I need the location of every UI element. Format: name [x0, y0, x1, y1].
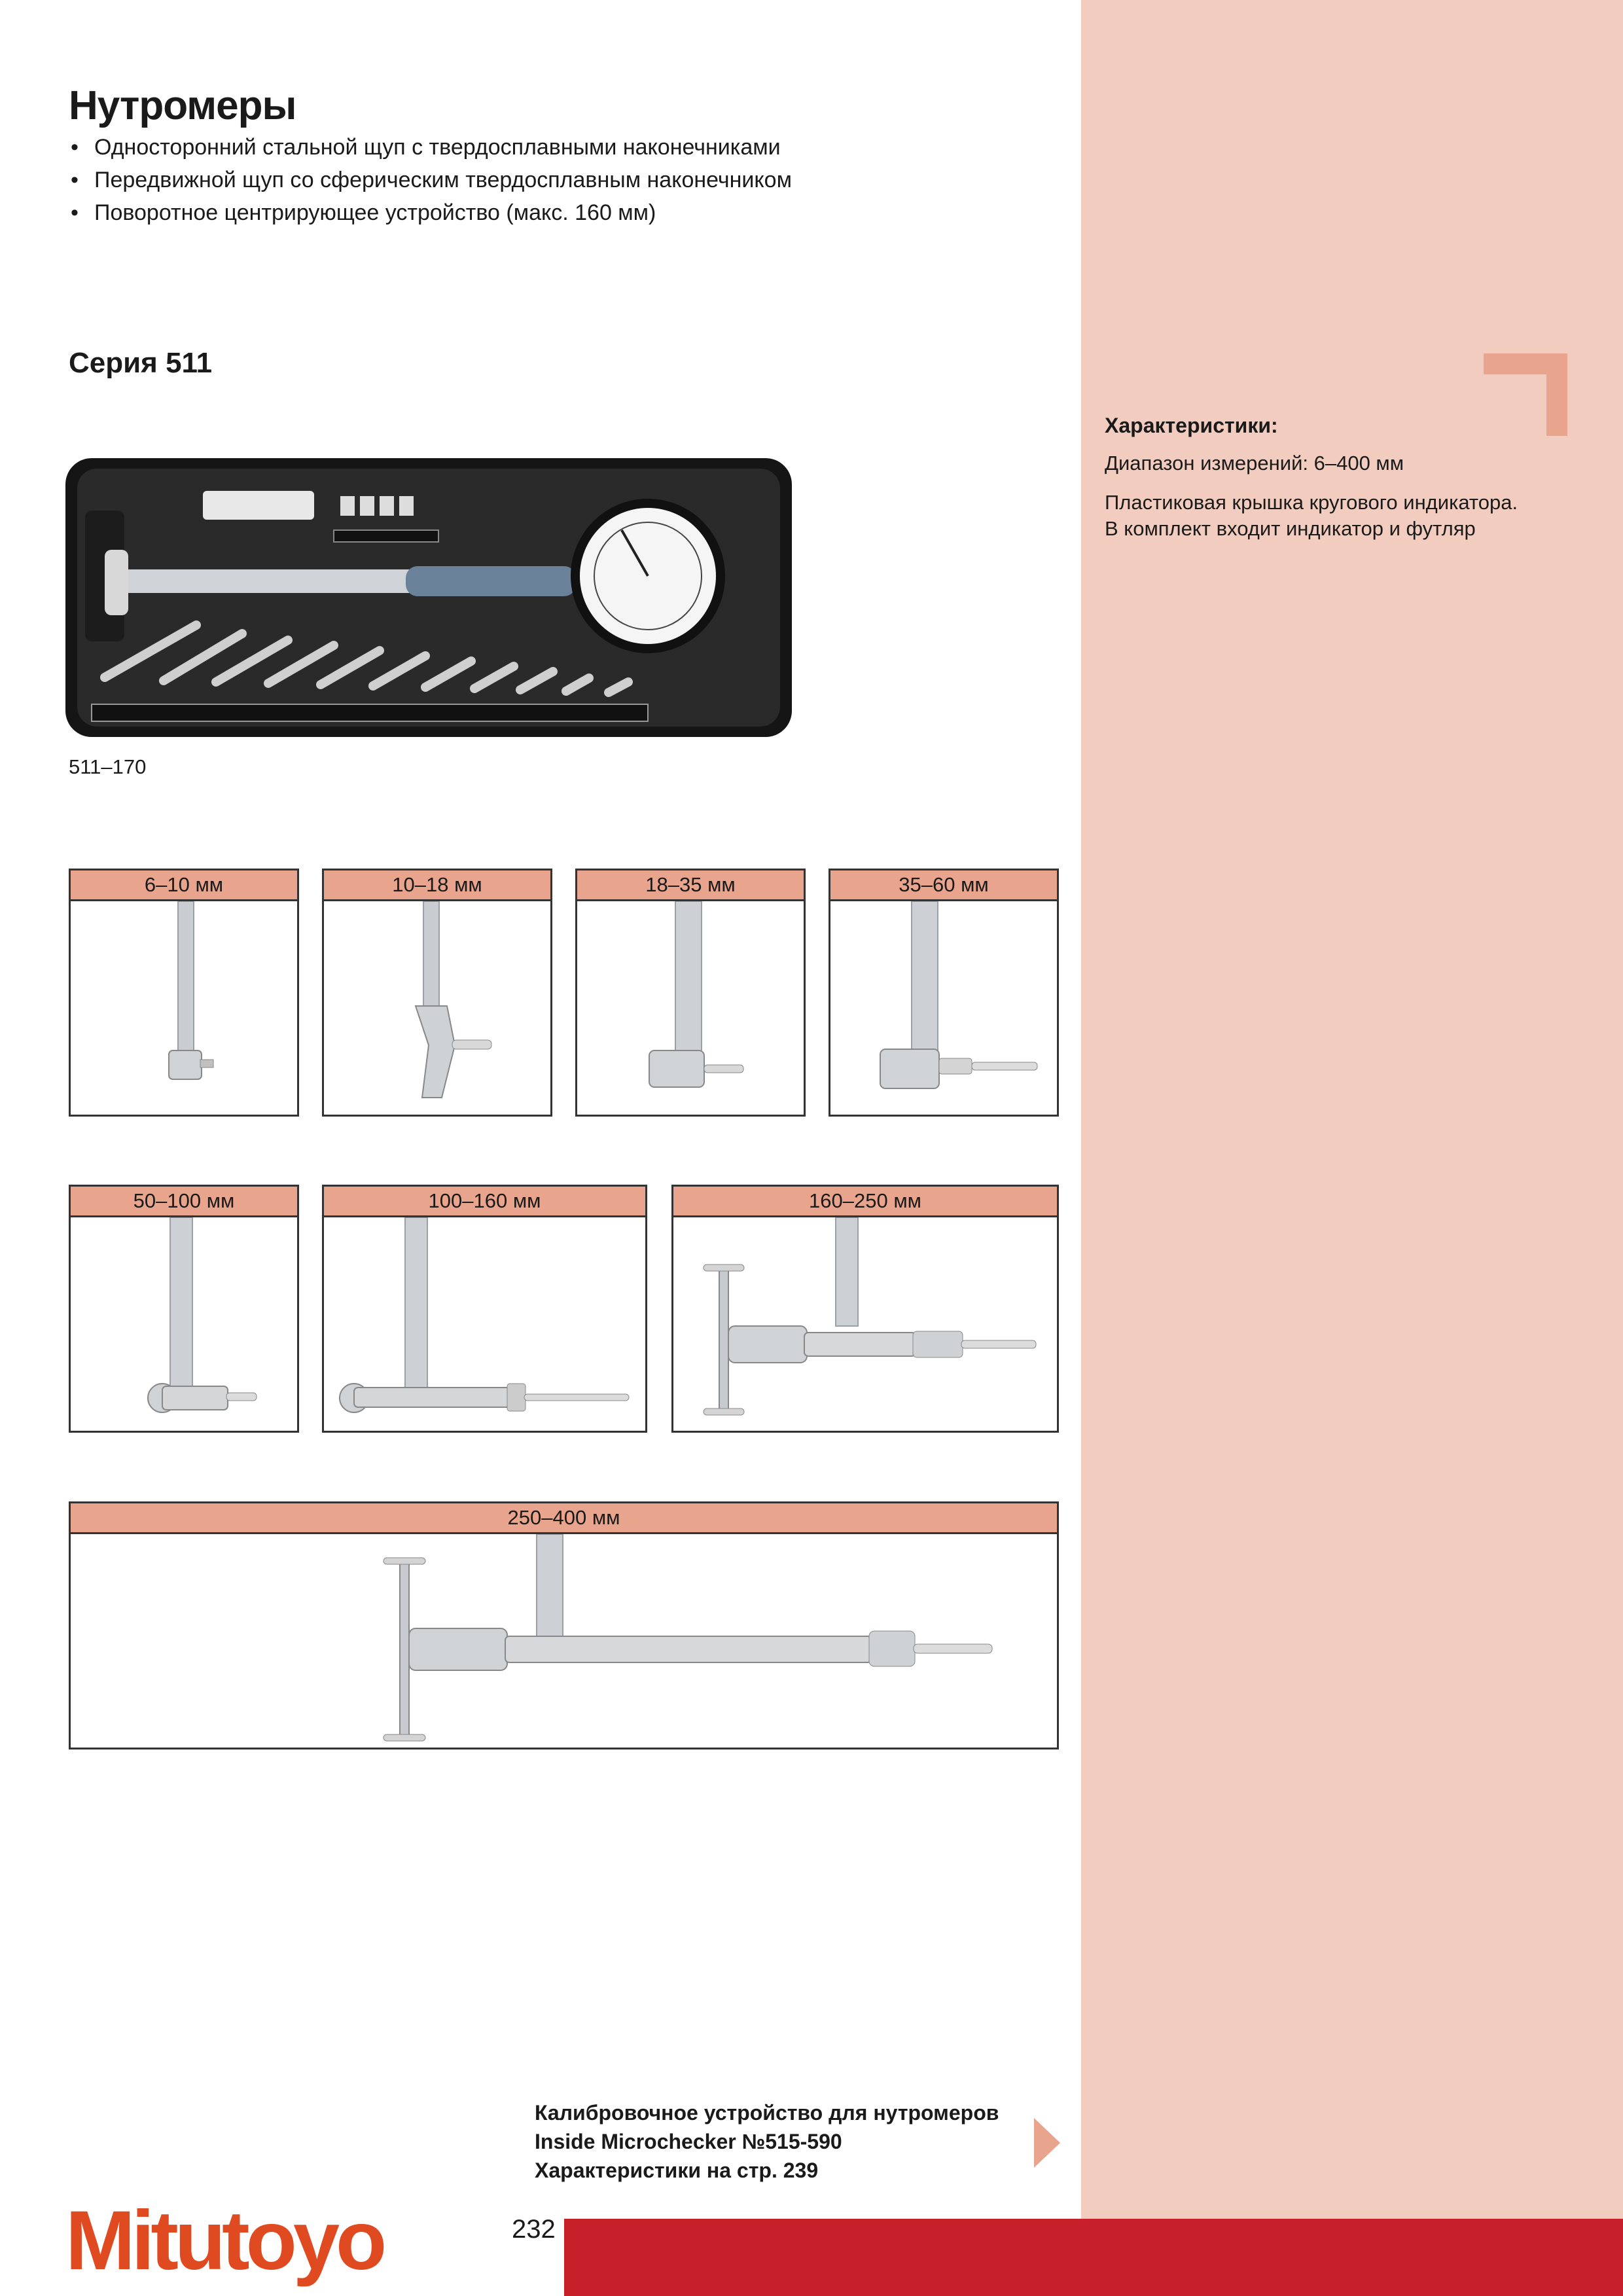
probe-image: [703, 1217, 1037, 1416]
range-panel: 6–10 мм: [69, 869, 299, 1117]
range-label: 6–10 мм: [71, 870, 297, 901]
range-panel: 18–35 мм: [575, 869, 806, 1117]
range-label: 100–160 мм: [324, 1187, 645, 1217]
range-label: 250–400 мм: [71, 1503, 1057, 1534]
probe-image: [649, 901, 744, 1088]
calibration-note: Калибровочное устройство для нутромеров …: [535, 2098, 999, 2185]
calibration-line: Характеристики на стр. 239: [535, 2159, 819, 2182]
range-label: 160–250 мм: [673, 1187, 1057, 1217]
specs-cover-line1: Пластиковая крышка кругового индикатора.: [1105, 491, 1518, 514]
feature-item: Передвижной щуп со сферическим твердоспл…: [71, 164, 792, 196]
specs-cover-line2: В комплект входит индикатор и футляр: [1105, 517, 1476, 540]
range-panel: 50–100 мм: [69, 1185, 299, 1433]
probe-image: [383, 1534, 993, 1742]
probe-image: [880, 901, 1038, 1089]
arrow-right-icon: [1034, 2118, 1060, 2168]
series-title: Серия 511: [69, 347, 213, 379]
range-panel: 35–60 мм: [829, 869, 1059, 1117]
range-label: 35–60 мм: [830, 870, 1057, 901]
footer-bar: [564, 2219, 1623, 2296]
kit-image-caption: 511–170: [69, 755, 147, 778]
feature-item: Односторонний стальной щуп с твердосплав…: [71, 131, 792, 164]
right-sidebar: [1081, 0, 1623, 2296]
page-number: 232: [512, 2215, 556, 2244]
range-panel: 100–160 мм: [322, 1185, 647, 1433]
corner-bracket-icon: [1484, 353, 1567, 436]
calibration-line: Калибровочное устройство для нутромеров: [535, 2101, 999, 2125]
range-label: 50–100 мм: [71, 1187, 297, 1217]
range-label: 18–35 мм: [577, 870, 804, 901]
probe-image: [414, 901, 492, 1098]
brand-logo: Mitutoyo: [65, 2194, 387, 2287]
range-panel: 160–250 мм: [671, 1185, 1059, 1433]
range-label: 10–18 мм: [324, 870, 550, 901]
specs-heading: Характеристики:: [1105, 414, 1278, 437]
feature-list: Односторонний стальной щуп с твердосплав…: [71, 131, 792, 229]
bore-gauge-kit-image: [65, 458, 792, 737]
page-title: Нутромеры: [69, 83, 296, 128]
range-panel: 10–18 мм: [322, 869, 552, 1117]
range-panel: 250–400 мм: [69, 1501, 1059, 1749]
specs-range: Диапазон измерений: 6–400 мм: [1105, 452, 1404, 475]
probe-image: [339, 1217, 630, 1413]
probe-image: [168, 901, 214, 1080]
feature-item: Поворотное центрирующее устройство (макс…: [71, 196, 792, 229]
calibration-line: Inside Microchecker №515-590: [535, 2130, 842, 2153]
probe-image: [147, 1217, 257, 1413]
